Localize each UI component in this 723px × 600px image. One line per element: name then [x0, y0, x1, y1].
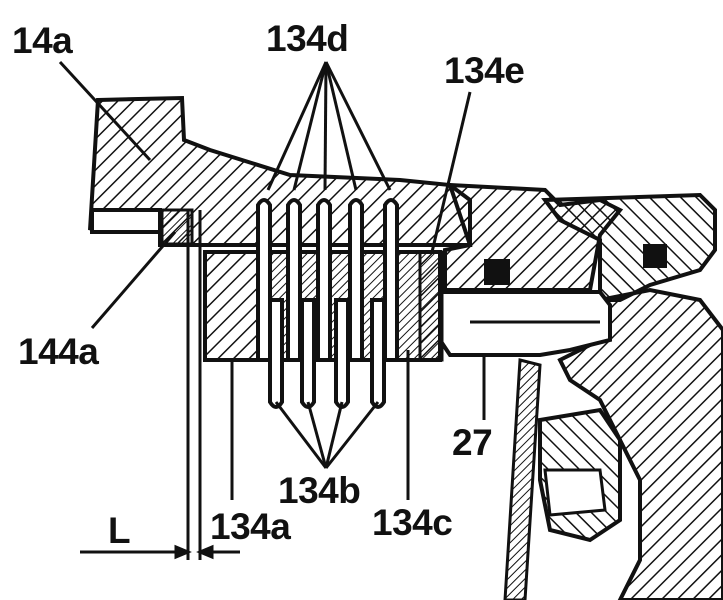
label-134a: 134a — [210, 506, 291, 547]
seal-ring-right — [643, 244, 667, 268]
steel-plates-134d — [256, 198, 399, 362]
leader-lines — [58, 60, 486, 500]
return-spring — [503, 358, 542, 600]
label-134d: 134d — [266, 18, 349, 59]
dimension-l — [80, 544, 240, 560]
label-134b: 134b — [278, 470, 361, 511]
lower-bracket — [543, 468, 607, 517]
label-134c: 134c — [372, 502, 453, 543]
label-l: L — [108, 510, 131, 551]
label-144a: 144a — [18, 331, 99, 372]
label-27: 27 — [452, 422, 493, 463]
right-upper-casting — [541, 192, 717, 302]
label-14a: 14a — [12, 20, 73, 61]
seal-ring-left — [484, 259, 510, 285]
friction-plates-134b — [268, 298, 386, 409]
right-lower-casting — [557, 287, 723, 600]
end-plate-134e — [418, 250, 444, 362]
label-134e: 134e — [444, 50, 525, 91]
housing-wall — [90, 208, 162, 234]
